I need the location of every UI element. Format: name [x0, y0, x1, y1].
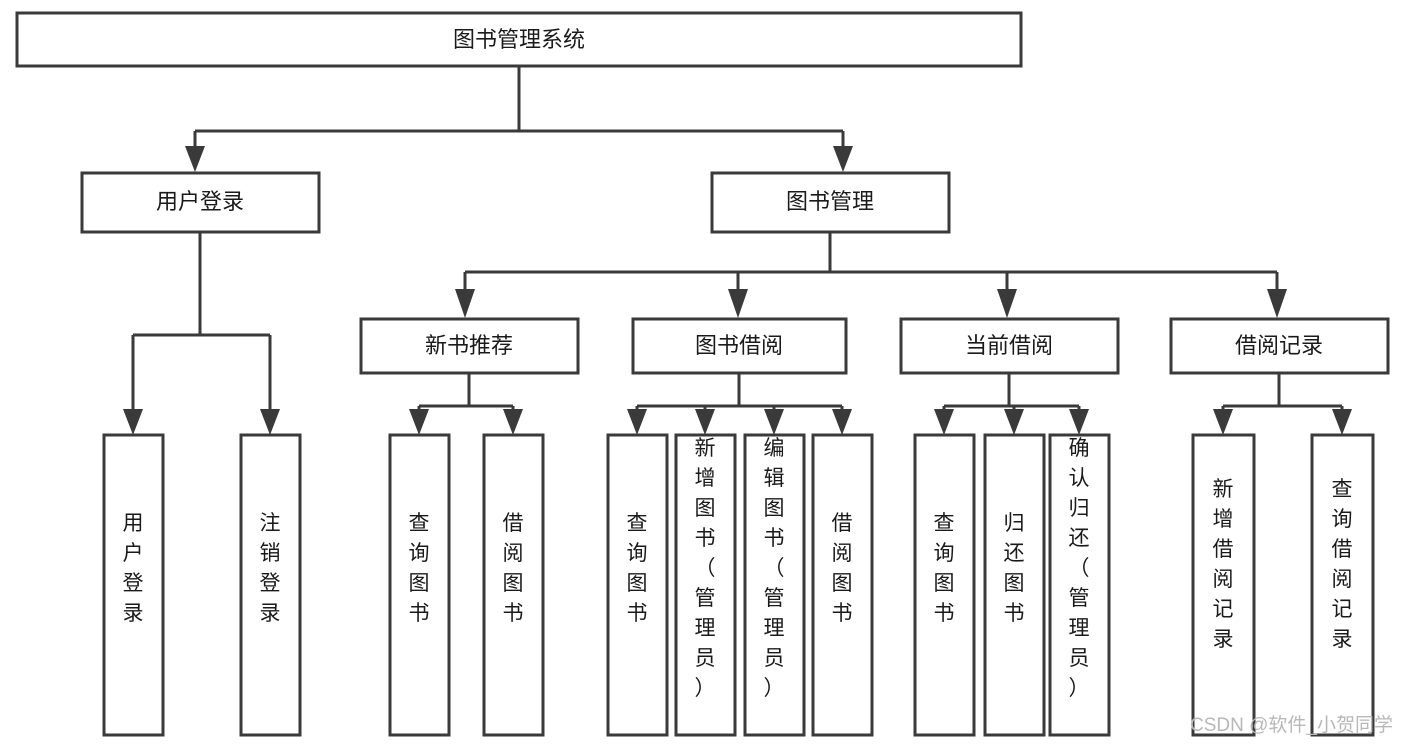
leaf-bookborrow-borrow-label: 借阅图书 — [832, 512, 853, 625]
node-borrow-record-label: 借阅记录 — [1235, 333, 1323, 358]
leaf-currentborrow-return-label: 归还图书 — [1004, 512, 1025, 625]
leaf-bookborrow-borrow[interactable]: 借阅图书 — [811, 433, 874, 737]
leaf-newbook-borrow-label: 借阅图书 — [503, 512, 524, 625]
node-book-borrow[interactable]: 图书借阅 — [631, 317, 848, 375]
arrow-head-icon — [409, 409, 429, 435]
arrow-head-icon — [1213, 409, 1233, 435]
arrow-head-icon — [123, 409, 143, 435]
connector-bookborrow-to-leaves — [627, 373, 852, 435]
node-user-login-label: 用户登录 — [156, 189, 244, 214]
leaf-bookborrow-search[interactable]: 查询图书 — [606, 433, 669, 737]
leaf-bookborrow-add-label: 新增图书（管理员） — [695, 437, 716, 700]
connector-bookmanage-to-level3 — [455, 232, 1287, 318]
connector-userlogin-to-leaves — [123, 232, 280, 435]
node-user-login[interactable]: 用户登录 — [80, 171, 321, 234]
leaf-borrowrecord-add[interactable]: 新增借阅记录 — [1191, 433, 1256, 737]
leaf-borrowrecord-add-label: 新增借阅记录 — [1213, 478, 1234, 651]
leaf-bookborrow-edit[interactable]: 编辑图书（管理员） — [743, 433, 806, 737]
node-new-book-recommend-label: 新书推荐 — [425, 333, 513, 358]
connector-root-to-level2 — [185, 66, 853, 172]
arrow-head-icon — [260, 409, 280, 435]
leaf-bookborrow-edit-label: 编辑图书（管理员） — [764, 437, 785, 700]
arrow-head-icon — [997, 289, 1017, 318]
connector-currentborrow-to-leaves — [934, 373, 1089, 435]
node-root-system[interactable]: 图书管理系统 — [15, 11, 1023, 68]
leaf-newbook-borrow[interactable]: 借阅图书 — [482, 433, 545, 737]
arrow-head-icon — [627, 409, 647, 435]
arrow-head-icon — [764, 409, 784, 435]
leaf-currentborrow-search[interactable]: 查询图书 — [913, 433, 976, 737]
connector-borrowrecord-to-leaves — [1213, 373, 1352, 435]
arrow-head-icon — [934, 409, 954, 435]
arrow-head-icon — [1267, 289, 1287, 318]
arrow-head-icon — [832, 409, 852, 435]
leaf-bookborrow-search-label: 查询图书 — [627, 512, 648, 625]
node-borrow-record[interactable]: 借阅记录 — [1169, 317, 1390, 375]
leaf-borrowrecord-search-label: 查询借阅记录 — [1332, 478, 1353, 651]
leaf-newbook-search[interactable]: 查询图书 — [388, 433, 451, 737]
connector-newbook-to-leaves — [409, 373, 523, 435]
arrow-head-icon — [695, 409, 715, 435]
leaf-bookborrow-add[interactable]: 新增图书（管理员） — [674, 433, 737, 737]
arrow-head-icon — [503, 409, 523, 435]
csdn-watermark: CSDN @软件_小贺同学 — [1190, 714, 1393, 736]
leaf-user-login-signout[interactable]: 注销登录 — [239, 433, 302, 737]
arrow-head-icon — [455, 289, 475, 318]
arrow-head-icon — [728, 289, 748, 318]
node-current-borrow-label: 当前借阅 — [965, 333, 1053, 358]
arrow-head-icon — [185, 146, 205, 172]
leaf-newbook-search-label: 查询图书 — [409, 512, 430, 625]
node-book-management-label: 图书管理 — [786, 189, 874, 214]
leaf-currentborrow-search-label: 查询图书 — [934, 512, 955, 625]
arrow-head-icon — [1069, 409, 1089, 435]
leaf-user-login-signout-label: 注销登录 — [260, 512, 281, 625]
node-new-book-recommend[interactable]: 新书推荐 — [359, 317, 580, 375]
leaf-currentborrow-confirm[interactable]: 确认归还（管理员） — [1048, 433, 1111, 737]
node-current-borrow[interactable]: 当前借阅 — [899, 317, 1120, 375]
leaf-borrowrecord-search[interactable]: 查询借阅记录 — [1310, 433, 1375, 737]
node-book-management[interactable]: 图书管理 — [710, 171, 951, 234]
node-root-label: 图书管理系统 — [453, 27, 585, 52]
arrow-head-icon — [1332, 409, 1352, 435]
node-book-borrow-label: 图书借阅 — [695, 333, 783, 358]
leaf-currentborrow-confirm-label: 确认归还（管理员） — [1069, 437, 1090, 700]
leaf-user-login-signin-label: 用户登录 — [123, 512, 144, 625]
leaf-currentborrow-return[interactable]: 归还图书 — [983, 433, 1046, 737]
arrow-head-icon — [833, 146, 853, 172]
leaf-user-login-signin[interactable]: 用户登录 — [102, 433, 165, 737]
arrow-head-icon — [1004, 409, 1024, 435]
